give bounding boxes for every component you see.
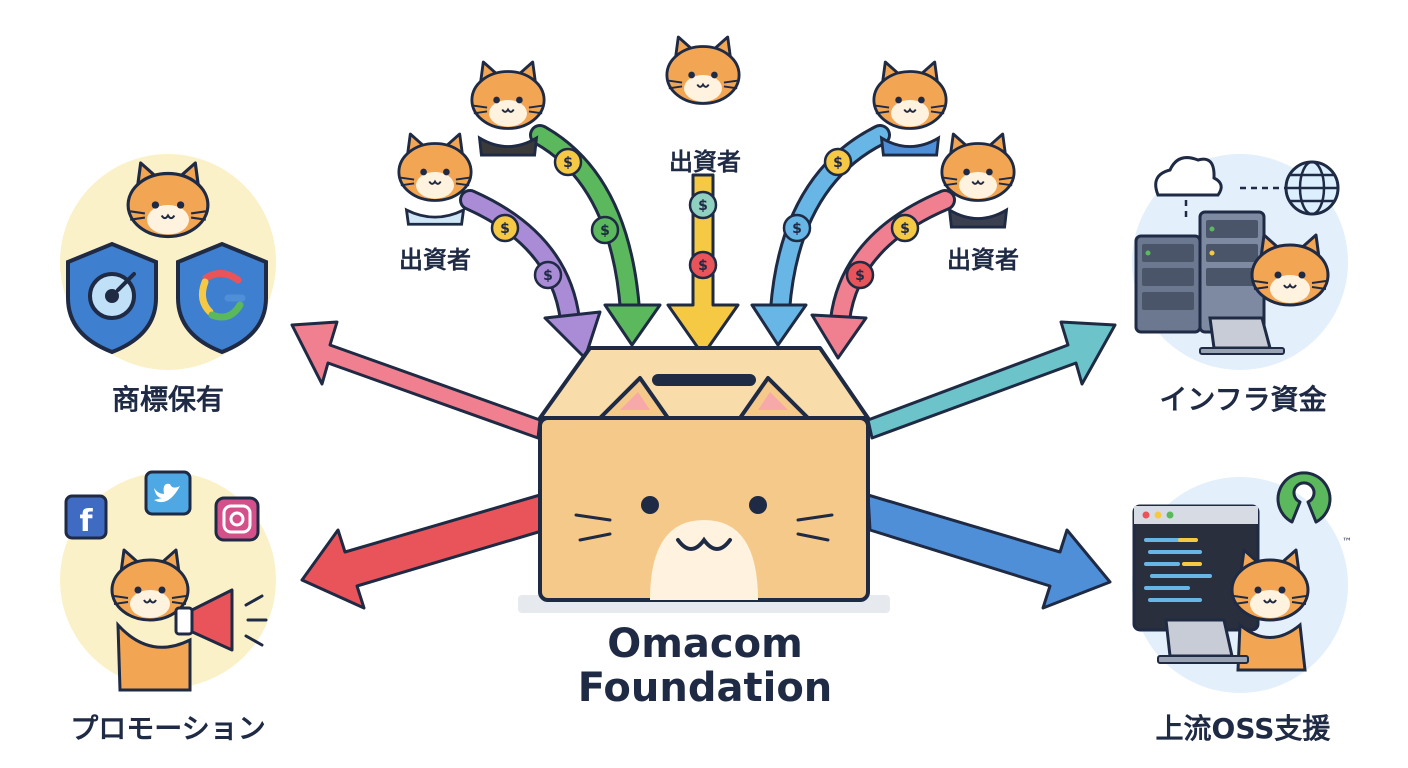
shield-icon <box>176 241 268 355</box>
infra-illustration <box>1134 156 1340 355</box>
use-label-infra: インフラ資金 <box>1159 383 1327 416</box>
arrow-to-oss <box>866 493 1112 610</box>
svg-text:$: $ <box>792 221 802 237</box>
investor-label-left: 出資者 <box>399 246 471 274</box>
investor-label-top: 出資者 <box>669 148 741 176</box>
open-source-icon: ™ <box>1276 471 1352 548</box>
coin: $ <box>553 147 583 177</box>
promotion-illustration: f <box>64 470 268 692</box>
investor-cat-top <box>665 35 741 105</box>
investor-cat-upper-left <box>470 60 546 157</box>
foundation-title-line2: Foundation <box>577 665 833 711</box>
coin: $ <box>890 213 920 243</box>
use-label-trademark: 商標保有 <box>111 383 224 416</box>
coin: $ <box>782 213 812 243</box>
coin: $ <box>688 190 718 220</box>
svg-text:$: $ <box>563 155 573 171</box>
svg-text:$: $ <box>600 223 610 239</box>
svg-text:$: $ <box>833 155 843 171</box>
coin: $ <box>533 260 563 290</box>
svg-text:$: $ <box>855 268 865 284</box>
trademark-illustration <box>66 161 268 355</box>
coin: $ <box>590 215 620 245</box>
coin: $ <box>823 147 853 177</box>
investor-cat-right <box>940 132 1016 229</box>
svg-text:$: $ <box>500 221 510 237</box>
server-rack-icon <box>1134 210 1266 334</box>
svg-text:$: $ <box>698 258 708 274</box>
investor-cat-upper-right <box>872 60 948 157</box>
svg-text:$: $ <box>543 268 553 284</box>
twitter-icon <box>144 470 192 516</box>
donation-box <box>518 346 890 613</box>
investor-cat-left <box>397 132 473 226</box>
svg-text:$: $ <box>900 221 910 237</box>
coin: $ <box>688 250 718 280</box>
foundation-title: Omacom Foundation <box>540 622 870 710</box>
investor-arrow-lightblue <box>750 124 891 347</box>
foundation-title-line1: Omacom <box>607 621 803 667</box>
laptop-icon <box>1157 618 1249 664</box>
arrow-to-infra <box>866 320 1117 440</box>
arrow-to-trademark <box>290 320 542 440</box>
globe-icon <box>1284 160 1340 216</box>
svg-text:™: ™ <box>1342 537 1352 548</box>
oss-illustration: ™ <box>1132 471 1352 672</box>
code-window-icon <box>1132 504 1260 632</box>
coin: $ <box>845 260 875 290</box>
arrow-to-promotion <box>300 493 547 610</box>
use-label-oss: 上流OSS支援 <box>1155 712 1331 745</box>
investor-arrow-green <box>529 124 662 347</box>
laptop-icon <box>1199 316 1285 355</box>
investor-label-right: 出資者 <box>947 246 1019 274</box>
megaphone-icon <box>174 588 268 652</box>
facebook-icon: f <box>64 494 108 540</box>
svg-text:$: $ <box>698 198 708 214</box>
svg-text:f: f <box>79 504 93 539</box>
coin: $ <box>490 213 520 243</box>
investor-arrow-pink <box>810 189 956 360</box>
cloud-icon <box>1154 156 1223 197</box>
use-label-promotion: プロモーション <box>70 712 266 745</box>
investor-arrow-purple <box>459 189 602 360</box>
instagram-icon <box>214 496 260 542</box>
